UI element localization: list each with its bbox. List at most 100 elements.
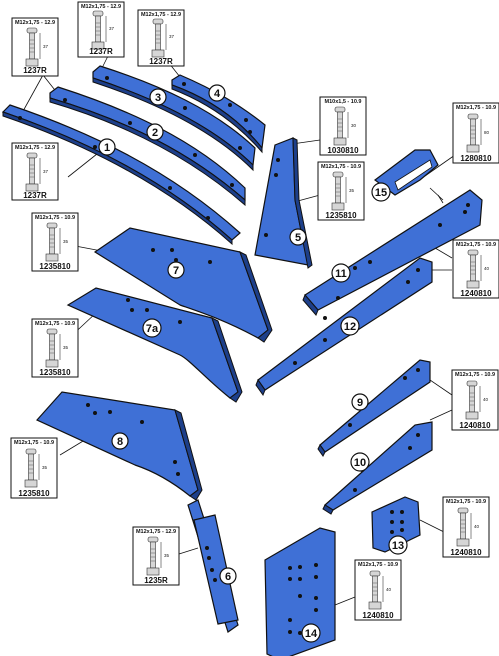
bolt-length: 40 xyxy=(484,266,490,271)
bolt-box-1235r: M12x1,75 - 12.9 35 1235R xyxy=(132,526,180,586)
callout-label-11: 11 xyxy=(335,268,347,280)
bolt-box-1237r-d: M12x1,75 - 12.9 37 1237R xyxy=(11,142,59,201)
callout-13: 13 xyxy=(388,535,408,555)
callout-9: 9 xyxy=(351,393,369,411)
bolt-code: 1240810 xyxy=(459,421,491,430)
callout-4: 4 xyxy=(208,84,226,102)
bolt-box-1237r-c: M12x1,75 - 12.9 37 1237R xyxy=(137,9,185,67)
bolt-boxes: M12x1,75 - 12.9 37 1237R M12x1,75 - 12.9… xyxy=(10,1,499,621)
part-callouts: 1 2 3 4 5 6 7 7a 8 9 10 11 12 13 14 15 xyxy=(98,84,408,643)
bolt-code: 1235810 xyxy=(325,211,357,220)
bolt-box-1235810-b: M12x1,75 - 10.9 35 1235810 xyxy=(31,212,79,272)
bolt-box-1237r-b: M12x1,75 - 12.9 37 1237R xyxy=(77,1,125,58)
bolt-spec: M12x1,75 - 10.9 xyxy=(35,215,75,221)
bolt-spec: M12x1,75 - 10.9 xyxy=(455,372,495,378)
bolt-spec: M12x1,75 - 10.9 xyxy=(446,499,486,505)
bolt-box-1030810: M10x1,5 - 10.9 30 1030810 xyxy=(319,96,367,156)
bolt-spec: M12x1,75 - 12.9 xyxy=(15,20,55,26)
callout-7a: 7a xyxy=(142,318,162,338)
bolt-code: 1280810 xyxy=(460,154,492,163)
bolt-code: 1240810 xyxy=(460,289,492,298)
callout-5: 5 xyxy=(289,228,307,246)
callout-label-2: 2 xyxy=(152,127,158,139)
part-1 xyxy=(1,104,241,246)
bolt-length: 35 xyxy=(63,239,69,244)
callout-label-14: 14 xyxy=(305,628,318,640)
bolt-spec: M12x1,75 - 10.9 xyxy=(358,562,398,568)
bolt-box-1240810-a: M12x1,75 - 10.9 40 1240810 xyxy=(452,239,499,299)
bolt-length: 40 xyxy=(483,397,489,402)
bolt-length: 30 xyxy=(351,123,357,128)
part-2 xyxy=(49,86,246,207)
callout-label-8: 8 xyxy=(117,436,123,448)
bolt-spec: M12x1,75 - 12.9 xyxy=(141,12,181,18)
bolt-spec: M12x1,75 - 10.9 xyxy=(456,105,496,111)
callout-label-15: 15 xyxy=(375,187,387,199)
bolt-spec: M12x1,75 - 10.9 xyxy=(35,321,75,327)
bolt-box-1240810-d: M12x1,75 - 10.9 40 1240810 xyxy=(354,559,402,621)
callout-11: 11 xyxy=(331,263,351,283)
bolt-code: 1237R xyxy=(23,66,47,75)
bolt-code: 1030810 xyxy=(327,146,359,155)
bolt-length: 37 xyxy=(43,169,49,174)
bolt-spec: M12x1,75 - 10.9 xyxy=(456,242,496,248)
bolt-code: 1237R xyxy=(149,57,173,66)
callout-label-3: 3 xyxy=(155,92,161,104)
bolt-code: 1235810 xyxy=(18,489,50,498)
bolt-length: 37 xyxy=(109,26,115,31)
bolt-code: 1235810 xyxy=(39,262,71,271)
callout-label-7: 7 xyxy=(173,265,179,277)
callout-12: 12 xyxy=(340,316,360,336)
callout-3: 3 xyxy=(149,88,167,106)
bolt-length: 80 xyxy=(484,130,490,135)
bolt-length: 35 xyxy=(63,345,69,350)
bolt-code: 1237R xyxy=(89,47,113,56)
part-14 xyxy=(264,527,336,656)
bolt-code: 1235810 xyxy=(39,368,71,377)
bolt-length: 35 xyxy=(349,188,355,193)
bolt-box-1237r-a: M12x1,75 - 12.9 37 1237R xyxy=(11,17,59,77)
bolt-box-1235810-a: M12x1,75 - 10.9 35 1235810 xyxy=(317,161,365,221)
bolt-spec: M12x1,75 - 12.9 xyxy=(15,145,55,151)
bolt-spec: M12x1,75 - 12.9 xyxy=(136,529,176,535)
part-5 xyxy=(254,137,313,269)
callout-label-7a: 7a xyxy=(146,323,159,335)
callout-14: 14 xyxy=(301,623,321,643)
bolt-spec: M12x1,75 - 10.9 xyxy=(321,164,361,170)
callout-8: 8 xyxy=(111,432,129,450)
bolt-length: 35 xyxy=(42,465,48,470)
callout-label-1: 1 xyxy=(104,142,110,154)
bolt-length: 37 xyxy=(43,44,49,49)
part-11 xyxy=(302,189,483,316)
part-4 xyxy=(171,74,266,154)
callout-6: 6 xyxy=(219,567,237,585)
callout-label-6: 6 xyxy=(225,571,231,583)
part-7 xyxy=(93,227,273,343)
bolt-code: 1240810 xyxy=(450,548,482,557)
callout-label-13: 13 xyxy=(392,540,404,552)
bolt-length: 40 xyxy=(474,524,480,529)
part-6 xyxy=(187,499,239,633)
callout-label-5: 5 xyxy=(295,232,301,244)
bolt-length: 35 xyxy=(164,553,170,558)
part-13 xyxy=(371,496,421,553)
callout-label-9: 9 xyxy=(357,397,363,409)
callout-2: 2 xyxy=(146,123,164,141)
bolt-box-1240810-c: M12x1,75 - 10.9 40 1240810 xyxy=(442,496,490,558)
callout-1: 1 xyxy=(98,138,116,156)
part-7a xyxy=(66,287,243,403)
callout-label-12: 12 xyxy=(344,321,356,333)
bolt-box-1235810-d: M12x1,75 - 10.9 35 1235810 xyxy=(10,437,58,499)
bolt-box-1280810: M12x1,75 - 10.9 80 1280810 xyxy=(452,102,499,164)
callout-label-10: 10 xyxy=(354,457,366,469)
part-15 xyxy=(374,149,444,201)
callout-15: 15 xyxy=(371,182,391,202)
bolt-code: 1240810 xyxy=(362,611,394,620)
bolt-code: 1235R xyxy=(144,576,168,585)
callout-10: 10 xyxy=(350,452,370,472)
bolt-length: 40 xyxy=(386,587,392,592)
bolt-spec: M12x1,75 - 12.9 xyxy=(81,4,121,10)
bolt-box-1235810-c: M12x1,75 - 10.9 35 1235810 xyxy=(31,318,79,378)
bolt-code: 1237R xyxy=(23,191,47,200)
